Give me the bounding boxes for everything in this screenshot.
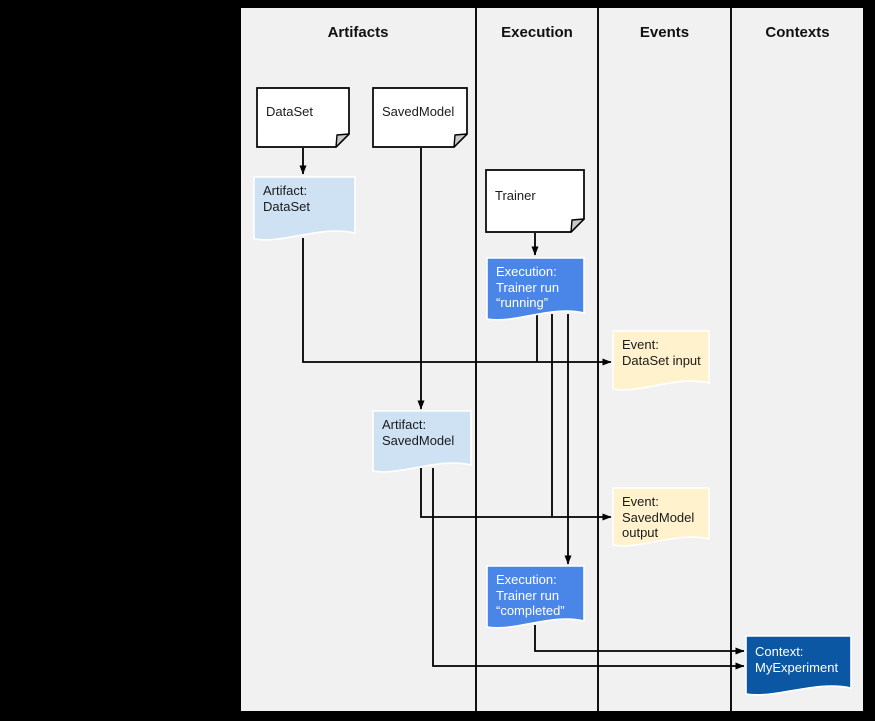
node-artifact-savedmodel-line2: SavedModel (382, 432, 455, 448)
wave-shape (486, 565, 585, 629)
edges-layer (299, 148, 745, 670)
node-artifact-dataset-line1: Artifact: (263, 183, 308, 198)
document-shape (256, 87, 350, 148)
node-event-savedmodel-output: Event: SavedModel output (612, 487, 710, 547)
node-artifact-savedmodel-line1: Artifact: (382, 417, 427, 432)
node-artifact-savedmodel: Artifact: SavedModel (372, 410, 472, 473)
edge-artifact-dataset-to-event-dataset-input (302, 238, 612, 366)
edge-artifact-savedmodel-to-event-savedmodel-output (420, 468, 612, 521)
node-context-myexperiment: Context: MyExperiment (745, 635, 852, 696)
wave-shape (253, 176, 356, 241)
node-context-myexperiment-line1: Context: (755, 644, 804, 659)
wave-shape (612, 487, 710, 547)
node-event-savedmodel-output-line2: SavedModel (622, 509, 695, 525)
node-execution-completed-line1: Execution: (496, 572, 557, 587)
node-event-dataset-input-line2: DataSet input (622, 352, 701, 368)
column-header-execution: Execution (501, 24, 573, 41)
wave-shape (372, 410, 472, 473)
node-trainer: Trainer (485, 169, 585, 233)
column-divider-1 (475, 8, 477, 711)
node-execution-completed: Execution: Trainer run “completed” (486, 565, 585, 629)
edge-artifact-savedmodel-to-context (432, 468, 745, 670)
wave-shape (612, 330, 710, 391)
node-artifact-dataset-line2: DataSet (263, 198, 310, 214)
column-header-events: Events (639, 24, 690, 41)
node-execution-completed-line2: Trainer run (496, 587, 560, 603)
document-shape (372, 87, 468, 148)
node-event-dataset-input: Event: DataSet input (612, 330, 710, 391)
node-execution-running: Execution: Trainer run “running” (486, 257, 585, 321)
node-dataset: DataSet (256, 87, 350, 148)
column-header-artifacts: Artifacts (327, 24, 389, 41)
node-event-dataset-input-line1: Event: (622, 337, 659, 352)
node-execution-running-line3: “running” (496, 295, 549, 310)
node-savedmodel-label: SavedModel (382, 104, 455, 119)
edge-execution-completed-to-context (534, 625, 745, 655)
node-trainer-label: Trainer (495, 188, 536, 203)
node-artifact-dataset: Artifact: DataSet (253, 176, 356, 241)
document-shape (485, 169, 585, 233)
column-divider-2 (597, 8, 599, 711)
node-execution-running-line2: Trainer run (496, 279, 560, 295)
column-header-contexts: Contexts (765, 24, 830, 41)
node-context-myexperiment-line2: MyExperiment (755, 659, 839, 675)
node-savedmodel: SavedModel (372, 87, 468, 148)
node-execution-running-line1: Execution: (496, 264, 557, 279)
node-event-savedmodel-output-line3: output (622, 525, 659, 540)
node-dataset-label: DataSet (266, 104, 313, 119)
node-event-savedmodel-output-line1: Event: (622, 494, 659, 509)
wave-shape (745, 635, 852, 696)
node-execution-completed-line3: “completed” (496, 603, 565, 618)
diagram-canvas: Artifacts Execution Events Contexts Data… (241, 8, 863, 711)
column-divider-3 (730, 8, 732, 711)
wave-shape (486, 257, 585, 321)
